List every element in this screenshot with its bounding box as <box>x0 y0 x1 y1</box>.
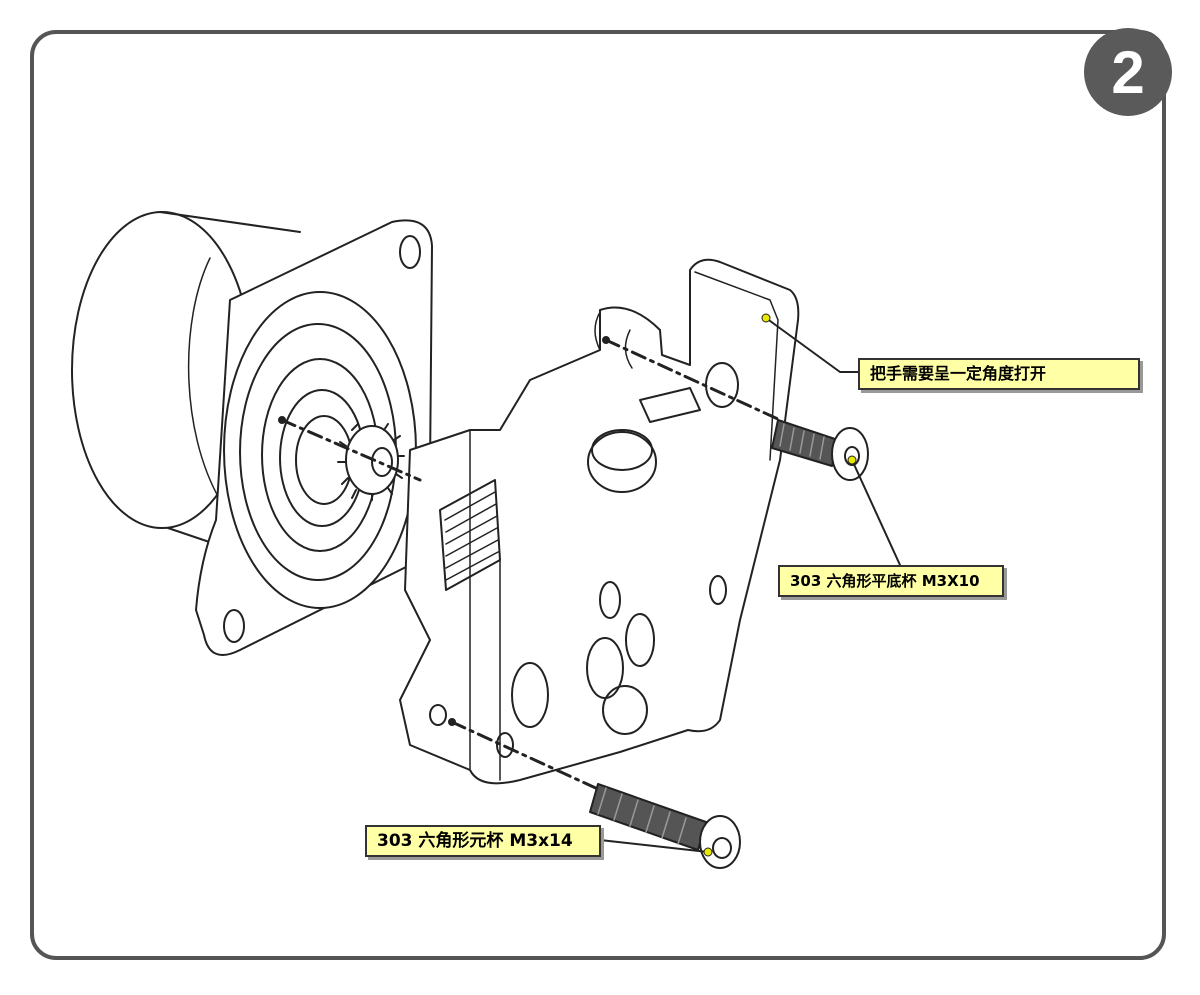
step-number-badge: 2 <box>1084 28 1172 116</box>
callout-screw-m3x10: 303 六角形平底杯 M3X10 <box>778 565 1004 597</box>
callout-handle-angle: 把手需要呈一定角度打开 <box>858 358 1140 390</box>
instruction-frame <box>30 30 1166 960</box>
callout-screw-m3x14: 303 六角形元杯 M3x14 <box>365 825 601 857</box>
alignment-axes <box>280 338 782 792</box>
screw-m3x14 <box>589 783 741 869</box>
stepper-motor <box>71 211 436 656</box>
screw-m3x10 <box>771 419 869 481</box>
extruder-body <box>399 258 800 785</box>
callout-leaders <box>599 317 901 853</box>
